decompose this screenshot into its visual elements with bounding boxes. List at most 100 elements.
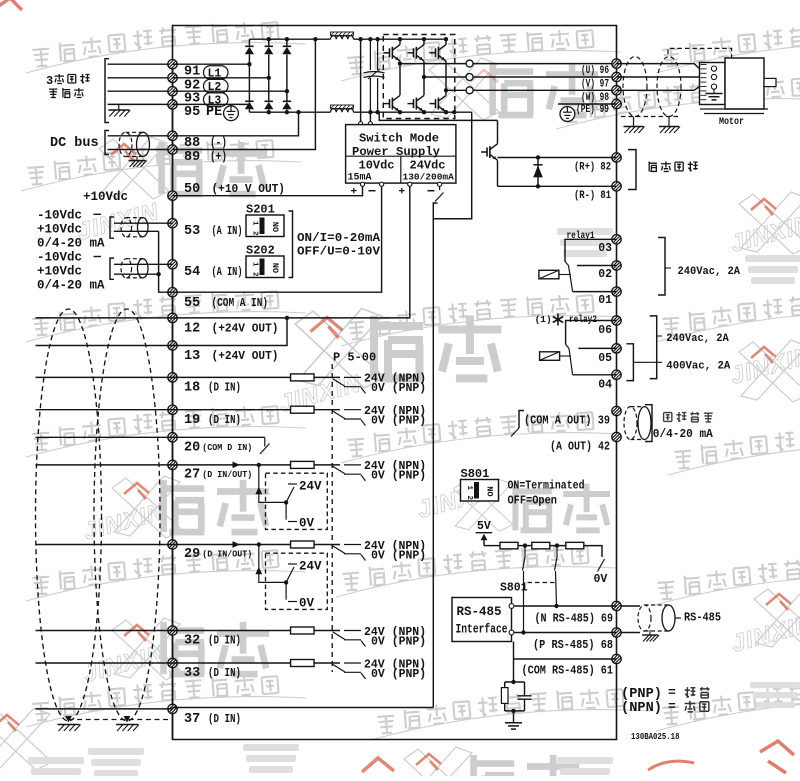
svg-text:+10Vdc: +10Vdc bbox=[37, 222, 82, 236]
svg-text:12: 12 bbox=[184, 322, 200, 337]
svg-text:(D IN): (D IN) bbox=[208, 382, 241, 395]
svg-text:(R-) 81: (R-) 81 bbox=[574, 190, 611, 202]
svg-text:OFF/U=0-10V: OFF/U=0-10V bbox=[297, 246, 380, 259]
svg-text:(U) 96: (U) 96 bbox=[581, 65, 609, 77]
svg-text:2: 2 bbox=[251, 272, 259, 277]
svg-text:RS-485: RS-485 bbox=[684, 612, 721, 625]
svg-text:0V (PNP): 0V (PNP) bbox=[371, 382, 426, 395]
svg-text:ON: ON bbox=[486, 486, 496, 496]
svg-text:(+10 V OUT): (+10 V OUT) bbox=[212, 183, 286, 196]
svg-text:240Vac, 2A: 240Vac, 2A bbox=[666, 333, 729, 345]
svg-text:18: 18 bbox=[184, 381, 200, 396]
svg-text:(-): (-) bbox=[210, 136, 227, 150]
svg-text:(+24V OUT): (+24V OUT) bbox=[212, 350, 279, 363]
svg-text:24V (NPN): 24V (NPN) bbox=[364, 658, 426, 671]
svg-text:0/4-20 mA: 0/4-20 mA bbox=[37, 279, 105, 293]
svg-text:-10Vdc: -10Vdc bbox=[37, 208, 82, 222]
svg-text:0V (PNP): 0V (PNP) bbox=[371, 668, 426, 681]
svg-text:+10Vdc: +10Vdc bbox=[37, 265, 82, 279]
svg-text:0V (PNP): 0V (PNP) bbox=[371, 635, 426, 648]
svg-text:(A IN): (A IN) bbox=[212, 225, 243, 238]
svg-text:02: 02 bbox=[598, 268, 612, 281]
svg-text:ON=Terminated: ON=Terminated bbox=[508, 480, 585, 493]
svg-text:240Vac, 2A: 240Vac, 2A bbox=[678, 266, 741, 278]
svg-text:0V (PNP): 0V (PNP) bbox=[371, 549, 426, 562]
svg-text:L2: L2 bbox=[208, 81, 222, 94]
svg-text:10Vdc: 10Vdc bbox=[359, 159, 395, 173]
svg-text:93: 93 bbox=[184, 92, 200, 107]
svg-text:ON: ON bbox=[272, 222, 282, 232]
svg-text:0V (PNP): 0V (PNP) bbox=[371, 415, 426, 428]
svg-text:33: 33 bbox=[184, 666, 200, 681]
svg-text:2: 2 bbox=[465, 496, 473, 501]
svg-text:1: 1 bbox=[251, 262, 259, 267]
svg-text:(NPN): (NPN) bbox=[621, 700, 662, 716]
svg-text:(A OUT) 42: (A OUT) 42 bbox=[550, 440, 610, 453]
svg-text:130BA025.18: 130BA025.18 bbox=[631, 731, 680, 742]
svg-text:(P RS-485) 68: (P RS-485) 68 bbox=[533, 639, 613, 652]
svg-text:01: 01 bbox=[598, 294, 612, 307]
svg-text:13: 13 bbox=[184, 349, 200, 364]
svg-text:24V: 24V bbox=[299, 480, 322, 494]
svg-text:S801: S801 bbox=[461, 467, 490, 481]
svg-text:S201: S201 bbox=[246, 203, 275, 217]
svg-text:2: 2 bbox=[251, 231, 259, 236]
svg-text:RS-485: RS-485 bbox=[457, 605, 502, 619]
svg-text:89: 89 bbox=[184, 150, 200, 165]
svg-text:=: = bbox=[668, 685, 676, 700]
svg-text:(COM D IN): (COM D IN) bbox=[202, 442, 252, 453]
svg-text:24V (NPN): 24V (NPN) bbox=[364, 626, 426, 639]
svg-text:54: 54 bbox=[184, 265, 200, 280]
svg-text:53: 53 bbox=[184, 224, 200, 239]
svg-text:24V (NPN): 24V (NPN) bbox=[364, 405, 426, 418]
svg-text:(R+) 82: (R+) 82 bbox=[574, 161, 611, 173]
svg-text:92: 92 bbox=[184, 78, 200, 93]
svg-text:04: 04 bbox=[598, 378, 612, 391]
svg-text:06: 06 bbox=[598, 324, 612, 337]
svg-text:88: 88 bbox=[184, 136, 200, 151]
svg-text:0/4-20 mA: 0/4-20 mA bbox=[37, 236, 105, 250]
svg-text:50: 50 bbox=[184, 182, 200, 197]
svg-text:OFF=Open: OFF=Open bbox=[508, 495, 558, 508]
svg-text:(PE) 99: (PE) 99 bbox=[576, 104, 609, 116]
svg-text:27: 27 bbox=[184, 468, 200, 483]
svg-text:(A IN): (A IN) bbox=[212, 266, 243, 279]
svg-text:55: 55 bbox=[184, 296, 200, 311]
svg-text:29: 29 bbox=[184, 547, 200, 562]
svg-text:1: 1 bbox=[251, 221, 259, 226]
svg-text:24V: 24V bbox=[299, 560, 322, 574]
svg-text:Motor: Motor bbox=[719, 116, 744, 128]
svg-text:1: 1 bbox=[465, 486, 473, 491]
svg-text:15mA: 15mA bbox=[348, 173, 372, 184]
svg-text:0V: 0V bbox=[299, 517, 315, 531]
svg-text:(COM RS-485) 61: (COM RS-485) 61 bbox=[522, 665, 614, 678]
svg-text:(D IN): (D IN) bbox=[208, 414, 241, 427]
svg-text:0V: 0V bbox=[594, 573, 608, 586]
svg-text:(W) 98: (W) 98 bbox=[581, 92, 609, 104]
svg-text:400Vac, 2A: 400Vac, 2A bbox=[666, 361, 730, 373]
svg-text:24V (NPN): 24V (NPN) bbox=[364, 373, 426, 386]
svg-text:(1): (1) bbox=[535, 314, 552, 325]
svg-text:ON/I=0-20mA: ON/I=0-20mA bbox=[297, 232, 380, 245]
svg-text:(V) 97: (V) 97 bbox=[581, 79, 609, 91]
svg-text:S801: S801 bbox=[500, 582, 528, 595]
svg-text:-10Vdc: -10Vdc bbox=[37, 251, 82, 265]
svg-text:P 5-00: P 5-00 bbox=[333, 351, 376, 365]
svg-text:3: 3 bbox=[46, 74, 53, 88]
svg-text:24V (NPN): 24V (NPN) bbox=[364, 460, 426, 473]
svg-text:Switch Mode: Switch Mode bbox=[359, 132, 439, 146]
svg-text:0/4-20 mA: 0/4-20 mA bbox=[653, 428, 713, 441]
svg-text:relay1: relay1 bbox=[567, 230, 595, 242]
svg-text:(D IN): (D IN) bbox=[208, 713, 241, 726]
svg-text:(+): (+) bbox=[210, 150, 227, 164]
svg-text:05: 05 bbox=[598, 352, 612, 365]
svg-text:37: 37 bbox=[184, 712, 200, 727]
svg-text:Interface: Interface bbox=[456, 623, 508, 637]
svg-text:130/200mA: 130/200mA bbox=[403, 172, 455, 183]
svg-text:(COM A IN): (COM A IN) bbox=[212, 297, 269, 310]
svg-text:32: 32 bbox=[184, 634, 200, 649]
svg-text:=: = bbox=[668, 699, 676, 714]
svg-text:ON: ON bbox=[272, 263, 282, 273]
svg-text:+10Vdc: +10Vdc bbox=[83, 190, 128, 204]
svg-text:24V (NPN): 24V (NPN) bbox=[364, 540, 426, 553]
